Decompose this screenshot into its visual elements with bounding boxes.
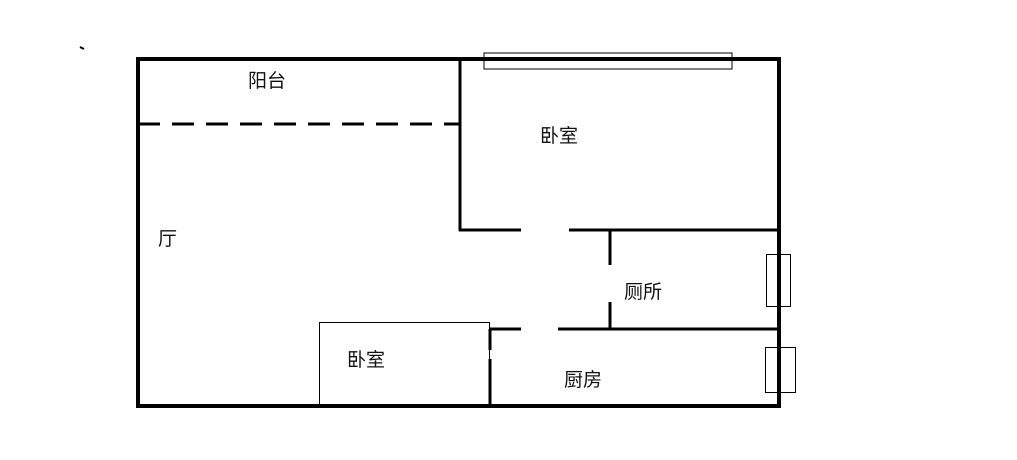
room-label-kitchen: 厨房 <box>564 369 603 391</box>
room-label-second-bedroom: 卧室 <box>347 349 386 371</box>
stray-mark <box>79 46 85 50</box>
room-label-master-bedroom: 卧室 <box>540 125 579 147</box>
room-label-balcony: 阳台 <box>248 70 287 92</box>
room-label-living-room: 厅 <box>158 228 178 250</box>
window-kitchen <box>765 347 796 393</box>
second-bedroom-outline <box>319 322 490 406</box>
window-toilet <box>766 254 791 307</box>
room-label-toilet: 厕所 <box>624 281 663 303</box>
